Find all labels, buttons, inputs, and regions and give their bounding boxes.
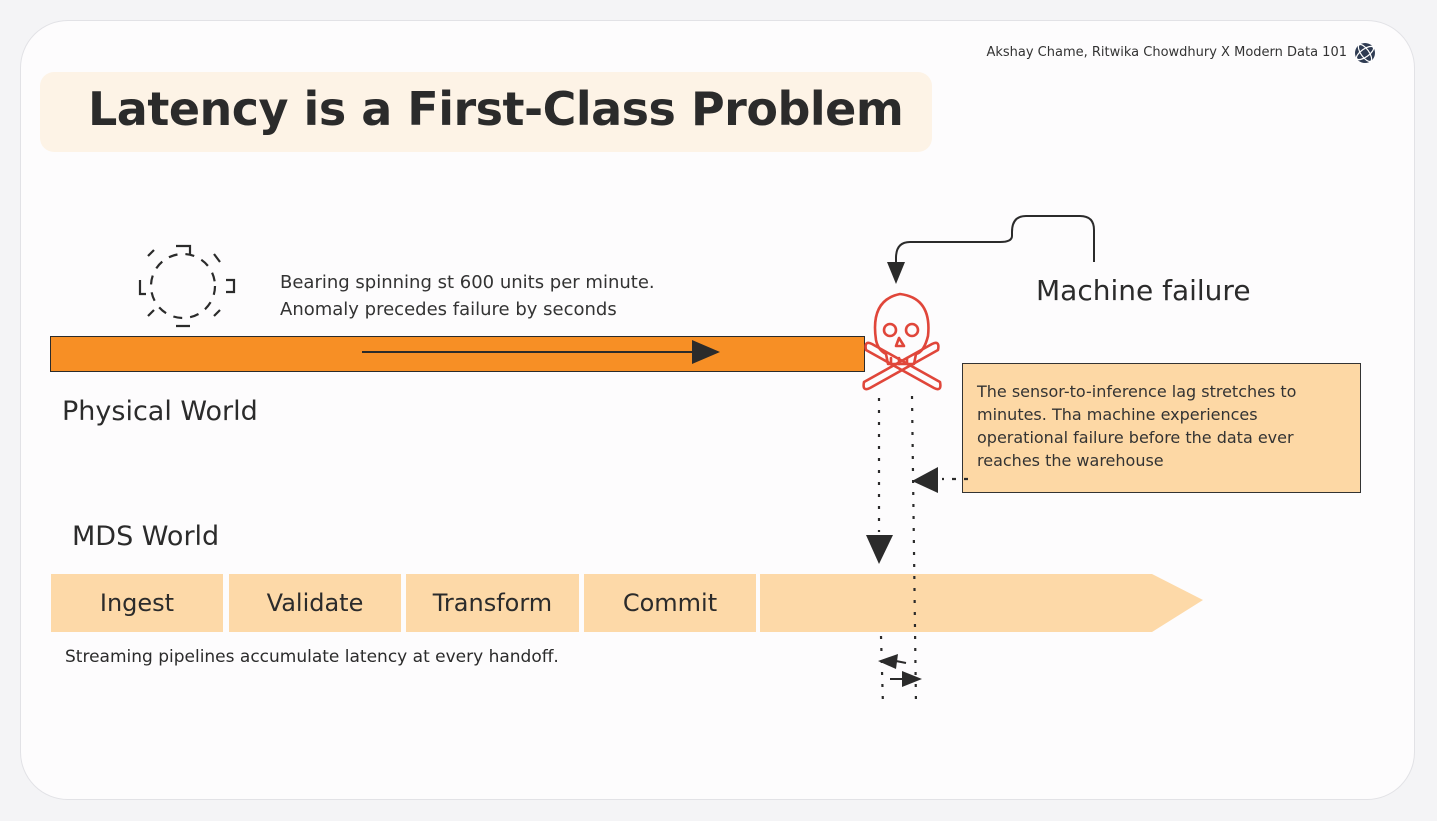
- physical-world-bar: [50, 336, 865, 372]
- stage-validate: Validate: [229, 574, 401, 632]
- stage-commit: Commit: [584, 574, 756, 632]
- title-banner: [40, 72, 932, 152]
- stage-transform: Transform: [406, 574, 579, 632]
- credit-text: Akshay Chame, Ritwika Chowdhury X Modern…: [986, 45, 1347, 60]
- bearing-note-line2: Anomaly precedes failure by seconds: [280, 299, 617, 320]
- gear-icon: [138, 244, 236, 328]
- bearing-note: Bearing spinning st 600 units per minute…: [280, 269, 655, 323]
- latency-callout: The sensor-to-inference lag stretches to…: [962, 363, 1361, 493]
- stage-ingest: Ingest: [51, 574, 223, 632]
- machine-failure-label: Machine failure: [1036, 274, 1251, 307]
- brand-globe-icon: [1355, 43, 1375, 63]
- bearing-note-line1: Bearing spinning st 600 units per minute…: [280, 272, 655, 293]
- physical-world-label: Physical World: [62, 396, 258, 427]
- mds-world-label: MDS World: [72, 521, 220, 552]
- page-title: Latency is a First-Class Problem: [88, 82, 904, 136]
- pipeline-note: Streaming pipelines accumulate latency a…: [65, 647, 559, 667]
